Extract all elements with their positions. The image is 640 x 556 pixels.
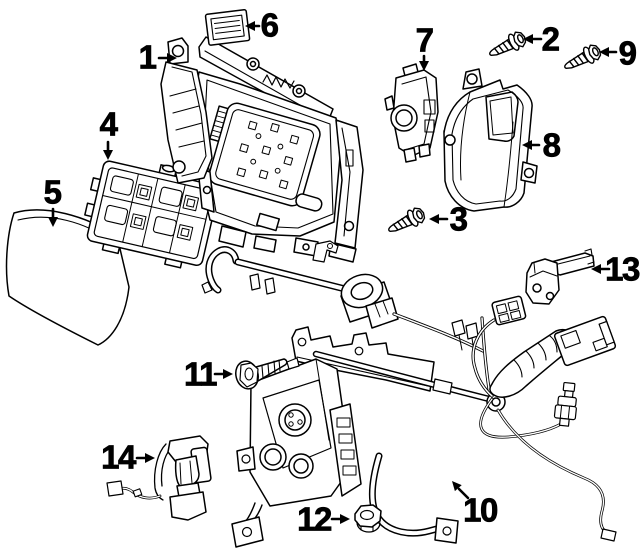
callout-label-13[interactable]: 13 — [605, 250, 640, 288]
wiring-harness-tube-drawing — [201, 240, 485, 353]
charge-port-housing-assembly-drawing — [192, 36, 364, 263]
part-9-screw-drawing — [560, 41, 605, 76]
callout-label-10[interactable]: 10 — [463, 491, 499, 529]
part-11-bolt-drawing — [235, 358, 288, 390]
part-1-hinge-bracket-drawing — [160, 37, 213, 184]
part-13-striker-bracket-drawing — [525, 248, 595, 305]
callout-arrows — [48, 21, 618, 524]
callout-label-2[interactable]: 2 — [541, 20, 560, 58]
part-12-hex-nut-drawing — [354, 504, 382, 533]
part-10-bracket-assembly-drawing — [231, 295, 617, 548]
callout-label-3[interactable]: 3 — [449, 200, 468, 238]
part-5-door-panel-drawing — [5, 209, 130, 346]
callout-label-7[interactable]: 7 — [415, 21, 434, 59]
callout-label-11[interactable]: 11 — [184, 355, 218, 393]
part-3-screw-drawing — [384, 204, 429, 239]
callout-label-4[interactable]: 4 — [99, 105, 118, 143]
callout-label-6[interactable]: 6 — [260, 6, 279, 44]
callout-label-1[interactable]: 1 — [138, 38, 157, 76]
part-14-actuator-drawing — [106, 435, 212, 521]
callout-label-9[interactable]: 9 — [618, 34, 637, 72]
part-2-screw-drawing — [485, 28, 530, 63]
callout-label-14[interactable]: 14 — [101, 438, 137, 476]
callout-label-5[interactable]: 5 — [43, 173, 62, 211]
callout-label-8[interactable]: 8 — [542, 126, 561, 164]
part-6-label-sticker-drawing — [204, 9, 251, 46]
part-8-outer-cover-drawing — [443, 68, 538, 212]
callout-label-12[interactable]: 12 — [297, 500, 333, 538]
part-4-bezel-panel-drawing — [84, 160, 220, 269]
part-7-lock-actuator-drawing — [384, 63, 439, 163]
